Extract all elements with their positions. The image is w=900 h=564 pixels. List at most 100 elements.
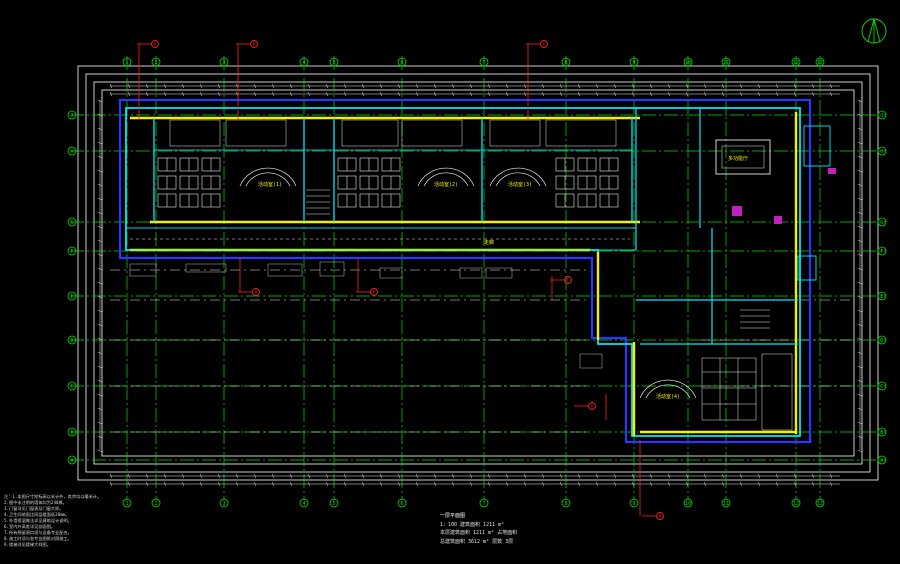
svg-text:D: D xyxy=(880,338,883,344)
section-callout: C xyxy=(526,40,548,48)
svg-text:H: H xyxy=(659,514,662,519)
svg-text:4: 4 xyxy=(302,60,305,66)
section-callout: H xyxy=(642,512,664,520)
axis-bubble: 1 xyxy=(122,57,132,67)
svg-text:6: 6 xyxy=(400,60,403,66)
svg-text:G: G xyxy=(70,220,73,226)
axis-bubble: 13 xyxy=(815,57,825,67)
axis-bubble: 2 xyxy=(151,57,161,67)
note-line: 7.所有预留洞口须与设备专业配合。 xyxy=(4,530,72,535)
svg-text:10: 10 xyxy=(685,60,691,66)
axis-bubble: 1 xyxy=(122,498,132,508)
svg-text:8: 8 xyxy=(564,501,567,507)
axis-bubble: 12 xyxy=(791,57,801,67)
axis-bubble: 5 xyxy=(329,57,339,67)
svg-text:C: C xyxy=(543,42,546,47)
svg-text:5: 5 xyxy=(332,501,335,507)
section-callout: A xyxy=(137,40,159,48)
svg-text:11: 11 xyxy=(723,60,729,66)
svg-text:F: F xyxy=(880,249,883,255)
note-line: 4.卫生间地面比同层楼面低20mm。 xyxy=(4,512,70,517)
svg-text:H: H xyxy=(70,149,73,155)
building-outline xyxy=(118,98,836,444)
section-callout: G xyxy=(574,402,596,410)
room-label-activity-2: 活动室(2) xyxy=(434,181,458,188)
svg-text:B: B xyxy=(70,430,73,436)
section-callout: E xyxy=(356,288,378,296)
svg-text:9: 9 xyxy=(632,501,635,507)
note-line: 注：1.本图尺寸除标高以米计外，其余均以毫米计。 xyxy=(4,494,102,499)
section-callout: D xyxy=(238,288,260,296)
north-arrow-icon xyxy=(861,18,887,44)
svg-text:E: E xyxy=(373,290,376,295)
axis-bubble: 10 xyxy=(683,57,693,67)
axis-bubble: 12 xyxy=(791,498,801,508)
drawing-title: 一层平面图 xyxy=(440,513,466,519)
svg-text:6: 6 xyxy=(400,501,403,507)
axis-bubble: J xyxy=(67,110,77,120)
svg-text:B: B xyxy=(880,430,883,436)
svg-text:E: E xyxy=(880,294,883,300)
svg-text:J: J xyxy=(880,113,883,119)
axis-bubble: E xyxy=(67,291,77,301)
axis-bubble: J xyxy=(877,110,887,120)
axis-bubble: 4 xyxy=(299,57,309,67)
axis-bubble: 3 xyxy=(219,498,229,508)
axis-bubble: 4 xyxy=(299,498,309,508)
axis-bubble: 10 xyxy=(683,498,693,508)
svg-text:C: C xyxy=(880,384,883,390)
axis-bubble: D xyxy=(877,335,887,345)
svg-text:G: G xyxy=(880,220,883,226)
svg-text:3: 3 xyxy=(222,60,225,66)
svg-text:1: 1 xyxy=(125,60,128,66)
section-callout: F xyxy=(550,276,572,284)
axis-bubble: 2 xyxy=(151,498,161,508)
svg-text:F: F xyxy=(567,278,570,283)
axis-bubble: 3 xyxy=(219,57,229,67)
axis-bubble: 11 xyxy=(721,57,731,67)
axis-bubble: F xyxy=(877,246,887,256)
room-label-corridor: 走廊 xyxy=(484,239,494,246)
dimension-lines xyxy=(97,83,863,487)
note-line: 6.室内外高差详见剖面图。 xyxy=(4,524,56,529)
svg-text:4: 4 xyxy=(302,501,305,507)
svg-text:2: 2 xyxy=(154,60,157,66)
note-line: 5.外墙保温做法详见建筑设计说明。 xyxy=(4,518,72,523)
room-label-multi-purpose: 多功能厅 xyxy=(728,155,748,162)
axis-bubble: G xyxy=(67,217,77,227)
room-label-activity-1: 活动室(1) xyxy=(258,181,282,188)
svg-text:C: C xyxy=(70,384,73,390)
svg-text:5: 5 xyxy=(332,60,335,66)
svg-text:7: 7 xyxy=(482,60,485,66)
room-label-activity-3: 活动室(3) xyxy=(508,181,532,188)
svg-text:10: 10 xyxy=(685,501,691,507)
axis-bubble: 8 xyxy=(561,57,571,67)
svg-text:D: D xyxy=(70,338,73,344)
svg-text:11: 11 xyxy=(723,501,729,507)
axis-bubble: 6 xyxy=(397,498,407,508)
axis-bubble: A xyxy=(877,455,887,465)
frame-lines xyxy=(77,65,879,481)
drawing-title-block: 一层平面图 1：100 建筑面积 1211 m² 本层建筑面积 1211 m² … xyxy=(440,512,660,546)
axis-bubble: 13 xyxy=(815,498,825,508)
svg-text:A: A xyxy=(70,458,73,464)
dashed-reference-lines xyxy=(110,269,850,433)
svg-text:3: 3 xyxy=(222,501,225,507)
axis-bubble: B xyxy=(67,427,77,437)
svg-text:13: 13 xyxy=(817,501,823,507)
svg-text:2: 2 xyxy=(154,501,157,507)
axis-bubble: C xyxy=(67,381,77,391)
axis-bubble: 6 xyxy=(397,57,407,67)
note-line: 9.楼梯详见楼梯大样图。 xyxy=(4,542,51,547)
axis-bubble: C xyxy=(877,381,887,391)
axis-bubble: 9 xyxy=(629,57,639,67)
room-label-activity-4: 活动室(4) xyxy=(656,393,680,400)
legend-row: 本层建筑面积 1211 m² 占地面积 xyxy=(440,530,518,536)
axis-bubble: F xyxy=(67,246,77,256)
svg-text:D: D xyxy=(255,290,258,295)
